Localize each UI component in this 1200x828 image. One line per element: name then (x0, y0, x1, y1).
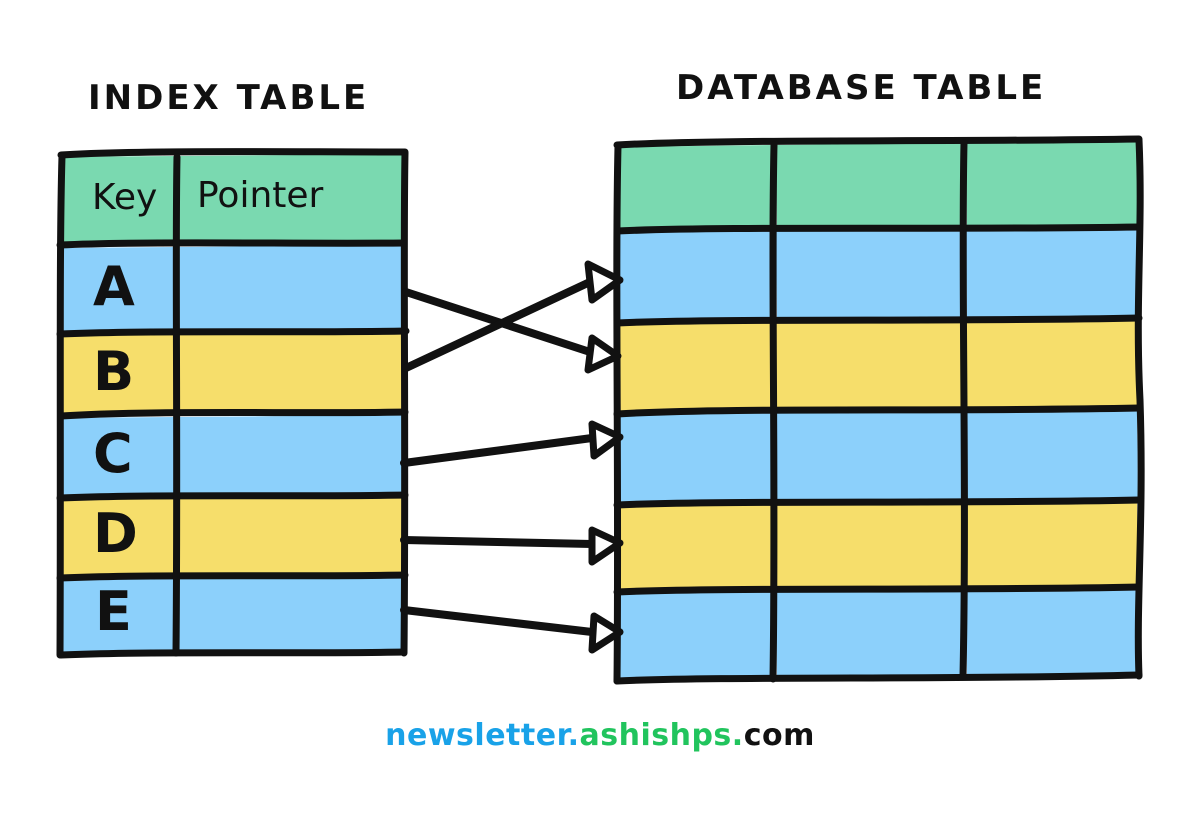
index-divider-c-d (56, 491, 409, 502)
db-row-2-cell-1 (618, 322, 773, 413)
db-column-divider-1 (769, 141, 778, 683)
db-row-4-cell-3 (966, 500, 1138, 587)
db-header-cell-3 (966, 141, 1138, 227)
db-row-2-cell-3 (966, 319, 1138, 409)
arrow-b-to-row-1 (402, 260, 624, 372)
index-header-pointer-cell (178, 154, 405, 243)
index-row-b-pointer-cell (178, 333, 406, 412)
db-header-cell-1 (618, 145, 773, 230)
index-row-c-key-cell (60, 417, 177, 497)
database-table-title: DATABASE TABLE (676, 68, 1047, 108)
arrow-e-to-row-5 (400, 606, 624, 654)
db-row-1-cell-3 (966, 228, 1138, 318)
db-row-4-cell-1 (618, 504, 773, 591)
index-divider-a-b (56, 327, 410, 338)
index-row-c-pointer-cell (178, 415, 405, 495)
index-row-d-key-cell (60, 499, 177, 577)
db-row-3-cell-2 (776, 411, 963, 502)
index-table (56, 148, 410, 659)
index-border-left (56, 152, 66, 659)
arrow-d-to-row-4 (400, 526, 624, 566)
db-border-bottom (613, 671, 1143, 685)
db-row-3-cell-3 (966, 409, 1138, 500)
index-header-key-cell (62, 156, 177, 244)
index-column-divider (172, 153, 181, 657)
db-border-right (1134, 136, 1145, 680)
index-table-title: INDEX TABLE (88, 78, 370, 118)
index-row-a-key-cell (60, 247, 177, 333)
index-row-e-key-cell (60, 579, 177, 655)
index-divider-b-c (57, 408, 409, 420)
db-row-5-cell-1 (618, 591, 773, 680)
db-divider-1-2 (613, 314, 1143, 327)
db-row-1-cell-1 (618, 231, 773, 322)
database-table (613, 135, 1145, 685)
db-row-5-cell-3 (966, 587, 1138, 676)
db-border-left (613, 142, 622, 685)
db-row-4-cell-2 (776, 502, 963, 589)
footer-part-newsletter: newsletter. (385, 718, 580, 753)
db-header-cell-2 (776, 143, 963, 228)
db-column-divider-2 (959, 139, 968, 681)
db-divider-header (613, 223, 1143, 235)
db-row-3-cell-1 (618, 413, 773, 504)
index-row-d-pointer-cell (178, 497, 405, 575)
footer-part-ashishps: ashishps. (579, 718, 744, 753)
db-divider-4-5 (613, 583, 1143, 596)
db-divider-3-4 (613, 496, 1143, 509)
index-row-a-pointer-cell (178, 245, 404, 331)
arrow-a-to-row-2 (402, 288, 622, 374)
index-border-bottom (57, 648, 408, 659)
pointer-arrows (400, 260, 624, 654)
footer-watermark: newsletter.ashishps.com (0, 718, 1200, 753)
db-divider-2-3 (613, 404, 1143, 418)
db-row-1-cell-2 (776, 229, 963, 320)
index-row-e-pointer-cell (178, 577, 405, 653)
db-row-2-cell-2 (776, 320, 963, 411)
footer-part-com: com (743, 718, 815, 753)
db-row-5-cell-2 (776, 589, 963, 678)
index-divider-d-e (56, 571, 409, 582)
index-divider-header (56, 239, 408, 249)
db-border-top (613, 135, 1143, 149)
arrow-c-to-row-3 (400, 420, 624, 467)
index-row-b-key-cell (60, 335, 177, 414)
index-border-top (57, 148, 409, 159)
index-border-right (400, 149, 409, 657)
